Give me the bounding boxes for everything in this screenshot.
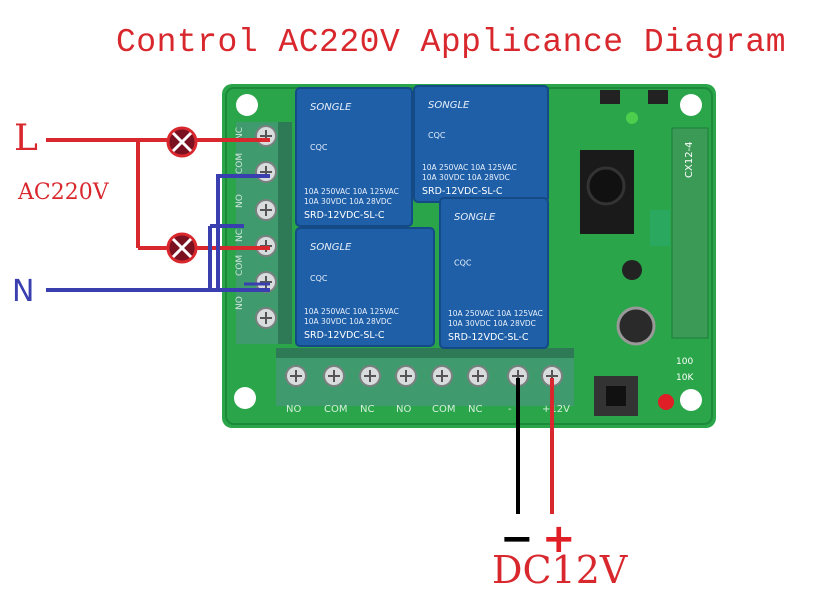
terminal-screw[interactable] (395, 365, 417, 387)
capacitor (622, 260, 642, 280)
status-led (626, 112, 638, 124)
terminal-screw[interactable] (431, 365, 453, 387)
mounting-hole (680, 94, 702, 116)
terminal-screw[interactable] (359, 365, 381, 387)
terminal-label: NC (235, 229, 245, 242)
ac-wiring (46, 138, 270, 292)
live-label: L (14, 118, 38, 159)
mounting-hole (680, 389, 702, 411)
relay-brand: SONGLE (428, 100, 470, 111)
ac-voltage-label: AC220V (18, 180, 109, 205)
dc-minus-label: − (500, 516, 534, 562)
terminal-label: +12V (542, 404, 570, 415)
terminal-label: COM (432, 404, 455, 415)
relay-rating: 10A 250VAC 10A 125VAC (422, 163, 517, 172)
relay-model: SRD-12VDC-SL-C (422, 186, 503, 197)
terminal-label: NC (468, 404, 482, 415)
terminal-label: NO (235, 194, 245, 208)
rx-label: CX12-4 (684, 141, 695, 178)
relay-rating: 10A 250VAC 10A 125VAC (304, 307, 399, 316)
relay-brand: SONGLE (454, 212, 496, 223)
mounting-hole (236, 94, 258, 116)
relay-rating: 10A 30VDC 10A 28VDC (422, 173, 510, 182)
terminal-screw[interactable] (285, 365, 307, 387)
terminal-screw[interactable] (467, 365, 489, 387)
bottom-terminal-block: NO COM NC NO COM NC - +12V (276, 348, 574, 415)
terminal-label: COM (235, 255, 245, 276)
neutral-label: N (12, 274, 35, 309)
terminal-screw[interactable] (323, 365, 345, 387)
terminal-label: NO (396, 404, 411, 415)
dc-plus-label: + (542, 516, 576, 562)
lamp-icon (166, 126, 198, 158)
left-terminal-block: NC COM NO NC COM NO (235, 122, 292, 344)
terminal-screw[interactable] (255, 307, 277, 329)
relay-cert: CQC (310, 274, 328, 283)
dc-voltage-label: DC12V (492, 548, 628, 592)
terminal-screw[interactable] (255, 125, 277, 147)
relay-board: NC COM NO NC COM NO NO COM NC NO COM NC - +12V SONGL… (222, 84, 716, 428)
receiver-module: CX12-4 100 10K (580, 90, 709, 416)
jumper-header (648, 90, 668, 104)
relay-cert: CQC (428, 131, 446, 140)
terminal-label: COM (235, 153, 245, 174)
relay-model: SRD-12VDC-SL-C (304, 210, 385, 221)
relay-rating: 10A 250VAC 10A 125VAC (304, 187, 399, 196)
relay-rating: 10A 250VAC 10A 125VAC (448, 309, 543, 318)
dc-wiring (516, 378, 554, 514)
relay-rating: 10A 30VDC 10A 28VDC (448, 319, 536, 328)
relay-rating: 10A 30VDC 10A 28VDC (304, 197, 392, 206)
mounting-hole (234, 387, 256, 409)
terminal-label: COM (324, 404, 347, 415)
jumper-header (600, 90, 620, 104)
terminal-label: - (508, 404, 512, 415)
potentiometer (650, 210, 670, 246)
relay-brand: SONGLE (310, 102, 352, 113)
rf-receiver-board (671, 127, 709, 339)
power-led (658, 394, 674, 410)
terminal-screw[interactable] (255, 161, 277, 183)
relay-model: SRD-12VDC-SL-C (448, 332, 529, 343)
terminal-screw[interactable] (255, 271, 277, 293)
terminal-label: NC (235, 127, 245, 140)
relay-rating: 10A 30VDC 10A 28VDC (304, 317, 392, 326)
resistor-label-100: 100 (676, 357, 693, 367)
terminal-screw[interactable] (255, 199, 277, 221)
terminal-label: NO (235, 296, 245, 310)
relay-model: SRD-12VDC-SL-C (304, 330, 385, 341)
resistor-label-10k: 10K (676, 373, 694, 383)
lamp-icon (166, 232, 198, 264)
terminal-label: NC (360, 404, 374, 415)
relay-cert: CQC (310, 143, 328, 152)
capacitor (616, 306, 656, 346)
terminal-label: NO (286, 404, 301, 415)
relay-brand: SONGLE (310, 242, 352, 253)
diagram-title: Control AC220V Applicance Diagram (116, 24, 787, 61)
relay-cert: CQC (454, 259, 472, 268)
